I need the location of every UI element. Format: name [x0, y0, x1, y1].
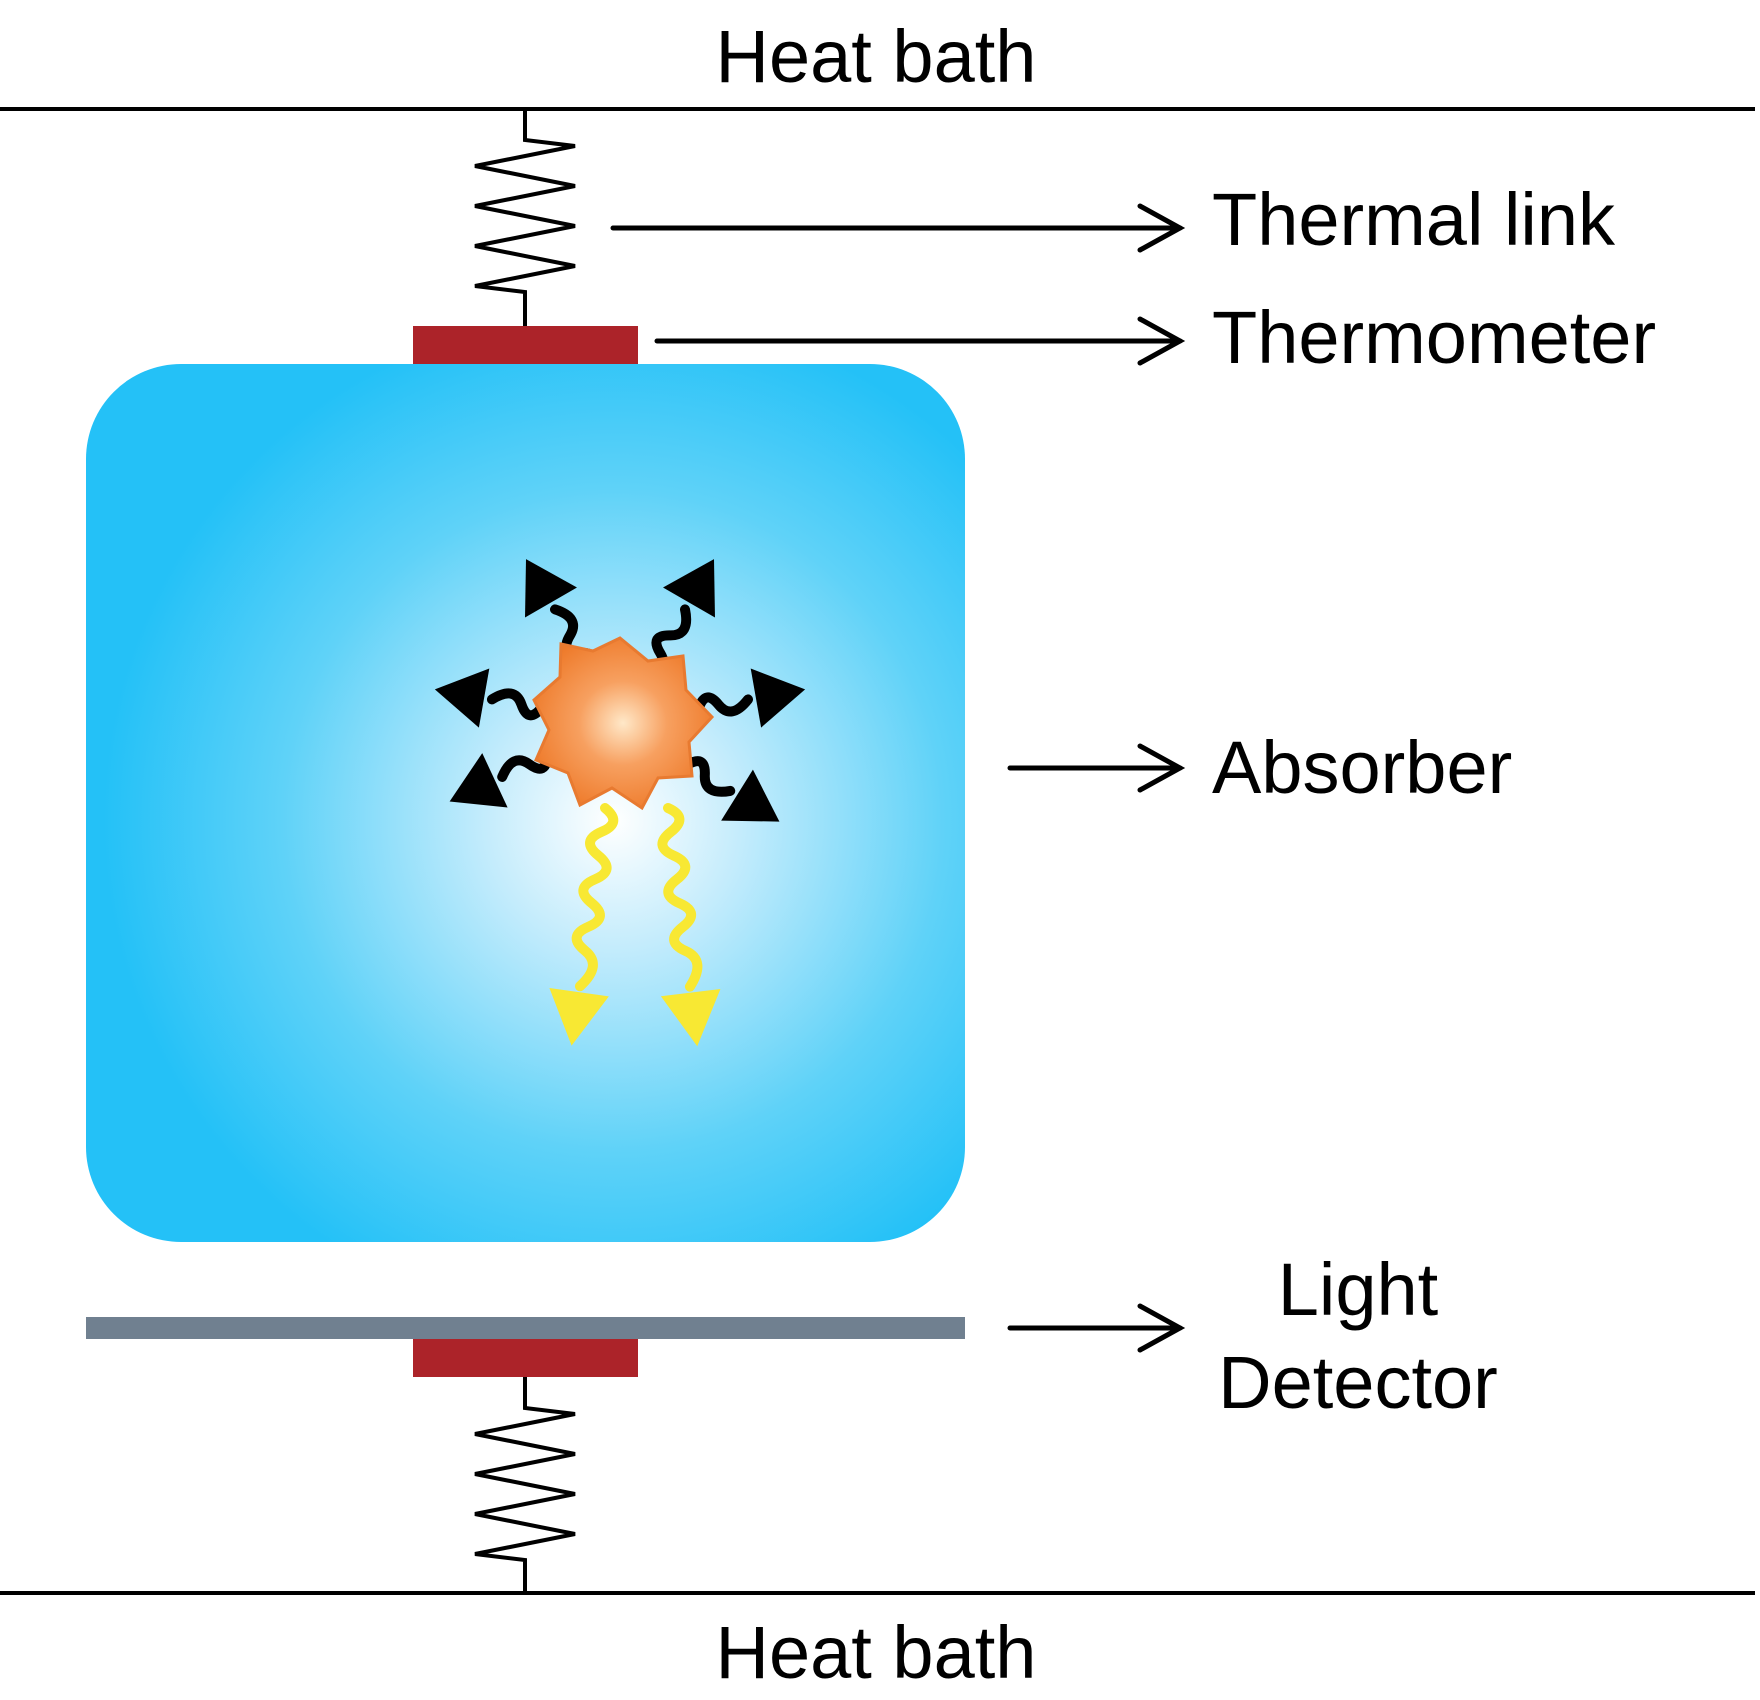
pointer-arrows: [610, 203, 1186, 1353]
thermometer-top: [413, 326, 638, 364]
scintillation-light-arrows: [549, 803, 721, 1047]
thermometer-pointer: [654, 316, 1186, 366]
thermal-link-spring-top: [474, 109, 576, 326]
light-detector-label-line2: Detector: [1218, 1341, 1498, 1424]
light-detector-plate: [86, 1317, 965, 1339]
absorber-pointer: [1007, 743, 1186, 793]
light-detector-pointer: [1007, 1303, 1186, 1353]
particle-interaction-spark: [532, 636, 715, 811]
thermometer-label: Thermometer: [1212, 296, 1656, 379]
light-arrow: [657, 803, 721, 1047]
heat-bath-bottom-label: Heat bath: [716, 1611, 1037, 1694]
thermal-link-pointer: [610, 203, 1186, 253]
light-arrow: [549, 803, 619, 1046]
thermometer-bottom: [413, 1339, 638, 1377]
absorber-crystal: [86, 364, 965, 1242]
thermal-link-spring-bottom: [474, 1377, 576, 1593]
light-detector-label-line1: Light: [1278, 1248, 1439, 1331]
heat-bath-top-label: Heat bath: [716, 15, 1037, 98]
absorber-label: Absorber: [1212, 726, 1512, 809]
thermal-link-label: Thermal link: [1212, 178, 1616, 261]
